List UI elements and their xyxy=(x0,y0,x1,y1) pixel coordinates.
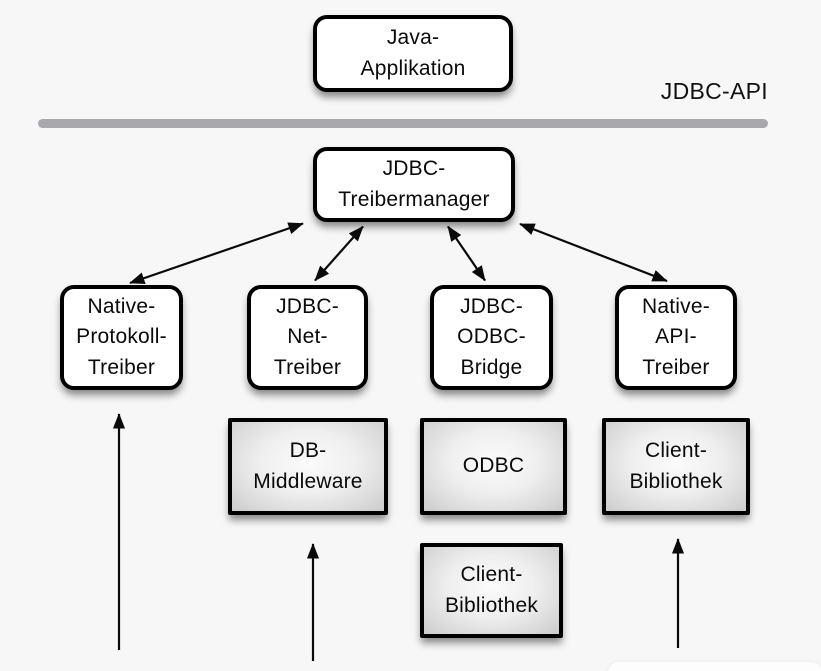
node-db-middleware-label: DB- Middleware xyxy=(253,439,363,493)
node-jdbc-net-driver: JDBC- Net- Treiber xyxy=(247,285,368,390)
node-client-library-right: Client- Bibliothek xyxy=(602,418,750,515)
node-jdbc-driver-manager-label: JDBC- Treibermanager xyxy=(338,157,490,211)
node-jdbc-net-driver-label: JDBC- Net- Treiber xyxy=(273,295,342,379)
node-odbc-label: ODBC xyxy=(462,454,525,478)
node-native-api-driver-label: Native- API- Treiber xyxy=(642,295,710,379)
arrow-bidirectional-manager-native-api xyxy=(519,222,668,283)
node-jdbc-odbc-bridge: JDBC- ODBC- Bridge xyxy=(430,285,553,390)
arrow-bidirectional-manager-jdbc-net xyxy=(314,225,364,282)
node-jdbc-driver-manager: JDBC- Treibermanager xyxy=(313,147,515,222)
arrow-bidirectional-manager-native-protocol xyxy=(129,222,304,285)
node-native-protocol-driver: Native- Protokoll- Treiber xyxy=(60,285,183,390)
jdbc-api-divider-line xyxy=(38,119,768,128)
node-client-library-right-label: Client- Bibliothek xyxy=(629,439,723,493)
jdbc-api-label: JDBC-API xyxy=(660,78,768,104)
node-client-library-bottom: Client- Bibliothek xyxy=(420,543,563,638)
node-jdbc-odbc-bridge-label: JDBC- ODBC- Bridge xyxy=(457,295,526,379)
node-odbc: ODBC xyxy=(420,418,567,515)
partial-node-bottom-right xyxy=(608,662,821,671)
node-native-api-driver: Native- API- Treiber xyxy=(615,285,737,390)
node-db-middleware: DB- Middleware xyxy=(228,418,388,515)
node-native-protocol-driver-label: Native- Protokoll- Treiber xyxy=(76,295,167,379)
arrow-bidirectional-manager-jdbc-odbc xyxy=(447,225,486,282)
node-java-application-label: Java- Applikation xyxy=(360,26,466,80)
node-client-library-bottom-label: Client- Bibliothek xyxy=(444,563,539,617)
node-java-application: Java- Applikation xyxy=(313,15,513,92)
